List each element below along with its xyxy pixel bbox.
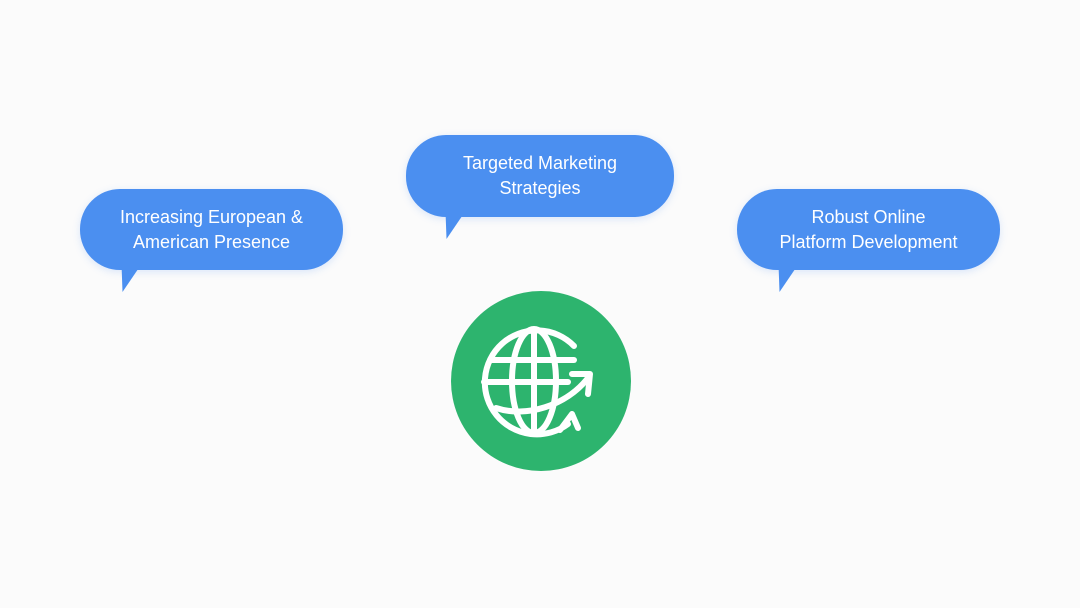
- globe-badge: [451, 291, 631, 471]
- speech-bubble-targeted-marketing: Targeted Marketing Strategies: [406, 135, 674, 239]
- speech-bubble-european-american: Increasing European & American Presence: [80, 189, 343, 292]
- bubble-tail: [438, 211, 466, 239]
- bubble-label: Targeted Marketing Strategies: [462, 153, 618, 198]
- bubble-label: Robust Online Platform Development: [779, 206, 958, 252]
- bubble-label: Increasing European & American Presence: [119, 206, 304, 252]
- speech-bubble-online-platform: Robust Online Platform Development: [737, 189, 1000, 292]
- bubble-tail: [114, 264, 142, 292]
- globe-with-growth-arrow-icon: [481, 326, 593, 438]
- bubble-tail: [771, 264, 799, 292]
